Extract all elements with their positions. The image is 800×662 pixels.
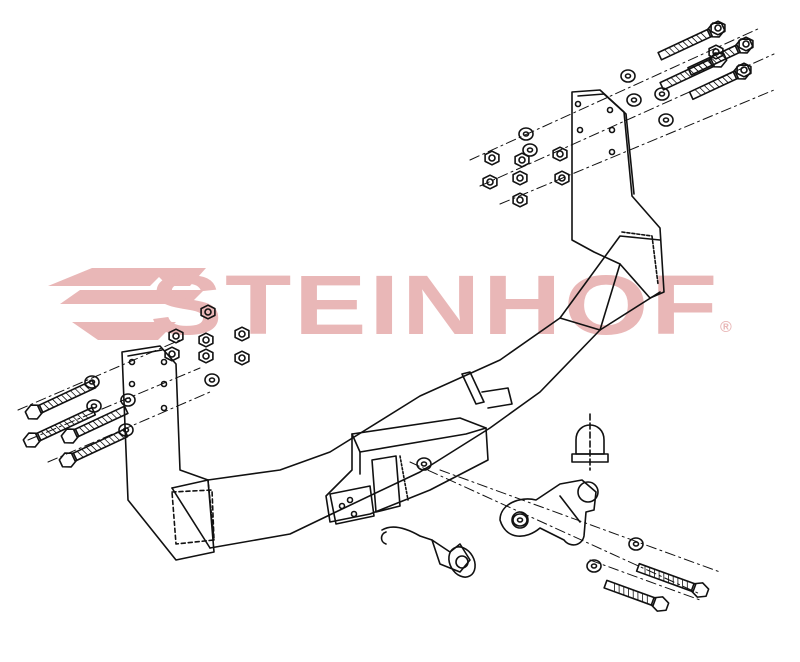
hex-nut-icon (736, 62, 752, 78)
hex-nut-icon (482, 174, 498, 190)
tow-ball (499, 479, 599, 546)
hex-nut-icon (164, 346, 180, 362)
washer-icon (654, 87, 670, 101)
hex-nut-icon (198, 348, 214, 364)
washer-icon (620, 69, 636, 83)
washer-icon (512, 513, 528, 527)
washer-icon (120, 393, 136, 407)
hex-bolt-icon (659, 52, 728, 91)
hex-nut-icon (484, 150, 500, 166)
hex-nut-icon (710, 20, 726, 36)
washer-icon (118, 423, 134, 437)
washer-icon (518, 127, 534, 141)
steinhof-logo-icon (48, 268, 206, 340)
hex-nut-icon (200, 304, 216, 320)
registered-mark: ® (720, 319, 732, 336)
hex-nut-icon (234, 326, 250, 342)
ball-cap (571, 413, 609, 471)
washer-icon (84, 375, 100, 389)
hex-nut-icon (512, 170, 528, 186)
hex-nut-icon (738, 36, 754, 52)
hex-nut-icon (234, 350, 250, 366)
washers-group (84, 69, 674, 573)
hex-nut-icon (708, 44, 724, 60)
washer-icon (416, 457, 432, 471)
left-bracket (121, 345, 215, 561)
washer-icon (86, 399, 102, 413)
washer-icon (522, 143, 538, 157)
electrical-socket (380, 526, 476, 578)
washer-icon (628, 537, 644, 551)
hex-bolt-icon (60, 405, 129, 444)
hex-bolt-icon (635, 562, 710, 598)
hex-nut-icon (552, 146, 568, 162)
hex-bolt-icon (58, 428, 129, 468)
receiver-housing (325, 371, 513, 525)
nuts-group (164, 20, 754, 366)
hex-nut-icon (512, 192, 528, 208)
right-bracket (571, 89, 665, 299)
washer-icon (658, 113, 674, 127)
crossbar-beam (171, 235, 661, 549)
hex-nut-icon (168, 328, 184, 344)
steinhof-watermark: STEINHOF ® (48, 258, 732, 352)
washer-icon (626, 93, 642, 107)
washer-icon (204, 373, 220, 387)
washer-icon (586, 559, 602, 573)
hex-nut-icon (554, 170, 570, 186)
hex-bolt-icon (603, 579, 670, 612)
hex-nut-icon (198, 332, 214, 348)
